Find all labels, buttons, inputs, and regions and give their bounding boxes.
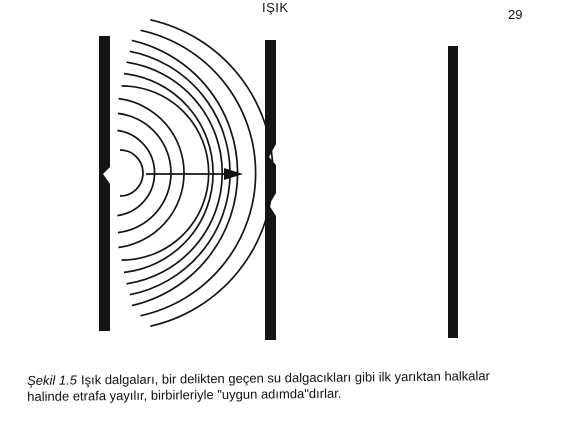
wavefront-6 bbox=[123, 72, 214, 274]
wavefront-1 bbox=[119, 149, 144, 197]
first-screen bbox=[99, 36, 110, 331]
wave-diagram bbox=[99, 18, 458, 340]
figure-label: Şekil 1.5 bbox=[27, 372, 78, 388]
propagation-arrow-head bbox=[224, 168, 243, 180]
wavefront-8 bbox=[129, 50, 231, 296]
wavefront-5 bbox=[121, 85, 210, 261]
wavefront-11 bbox=[150, 18, 274, 328]
wavefront-4 bbox=[118, 97, 185, 249]
wavefronts bbox=[117, 18, 274, 328]
wavefront-7 bbox=[126, 61, 224, 285]
caption-text-1: Işık dalgaları, bir delikten geçen su da… bbox=[80, 368, 491, 388]
wavefront-3 bbox=[117, 112, 172, 234]
second-screen bbox=[265, 40, 276, 340]
running-head: IŞIK bbox=[262, 0, 289, 15]
wavefront-10 bbox=[140, 29, 257, 317]
third-screen bbox=[448, 46, 458, 338]
page-number: 29 bbox=[508, 7, 523, 22]
wavefront-2 bbox=[117, 129, 156, 217]
